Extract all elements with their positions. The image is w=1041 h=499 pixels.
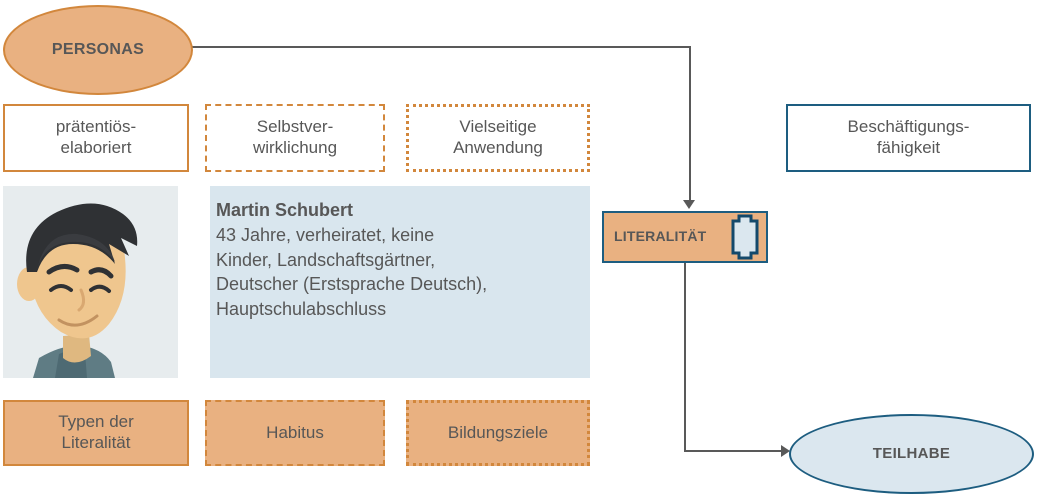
attribute-box-bildungsziele[interactable]: Bildungsziele [406,400,590,466]
attribute-label-line1: Typen der [58,412,134,432]
arrowhead-into-literalitaet [683,200,695,209]
attribute-box-vielseitige-anwendung[interactable]: Vielseitige Anwendung [406,104,590,172]
persona-detail-line-1: 43 Jahre, verheiratet, keine [216,224,435,245]
attribute-label-line1: Habitus [266,422,324,442]
connector-literalitaet-to-teilhabe-horizontal [684,450,781,452]
attribute-box-typen-der-literalitaet[interactable]: Typen der Literalität [3,400,189,466]
node-literalitaet-label: LITERALITÄT [614,228,707,245]
node-personas[interactable]: PERSONAS [3,5,193,95]
node-literalitaet[interactable]: LITERALITÄT [602,211,768,263]
attribute-label-line1: prätentiös- [55,117,137,137]
attribute-label-line2: elaboriert [60,138,132,157]
attribute-label-line1: Bildungsziele [447,422,549,442]
avatar-illustration [3,186,178,378]
node-personas-label: PERSONAS [51,41,145,59]
outcome-label-line1: Beschäftigungs- [847,117,970,137]
persona-detail-line-3: Deutscher (Erstsprache Deutsch), [216,274,488,295]
outcome-box-beschaeftigungsfaehigkeit[interactable]: Beschäftigungs- fähigkeit [786,104,1031,172]
attribute-label-line2: Anwendung [453,138,543,157]
attribute-label-line2: wirklichung [252,138,338,157]
arrowhead-into-teilhabe [781,445,790,457]
persona-detail-line-2: Kinder, Landschaftsgärtner, [216,249,436,270]
node-teilhabe[interactable]: TEILHABE [789,414,1034,494]
persona-name: Martin Schubert [216,200,354,220]
outcome-label-line2: fähigkeit [876,138,941,157]
persona-avatar [3,186,178,378]
persona-description-card: Martin Schubert 43 Jahre, verheiratet, k… [210,186,590,378]
persona-detail-line-4: Hauptschulabschluss [216,299,387,320]
book-icon [731,214,759,260]
attribute-box-selbstverwirklichung[interactable]: Selbstver- wirklichung [205,104,385,172]
attribute-label-line1: Selbstver- [256,117,334,137]
attribute-label-line2: Literalität [61,433,131,452]
connector-literalitaet-to-teilhabe-vertical [684,263,686,452]
attribute-box-habitus[interactable]: Habitus [205,400,385,466]
connector-personas-to-literalitaet-vertical [689,46,691,201]
node-teilhabe-label: TEILHABE [872,444,951,462]
attribute-label-line1: Vielseitige [459,117,537,137]
connector-personas-to-literalitaet-horizontal [190,46,691,48]
attribute-box-praetentioes-elaboriert[interactable]: prätentiös- elaboriert [3,104,189,172]
